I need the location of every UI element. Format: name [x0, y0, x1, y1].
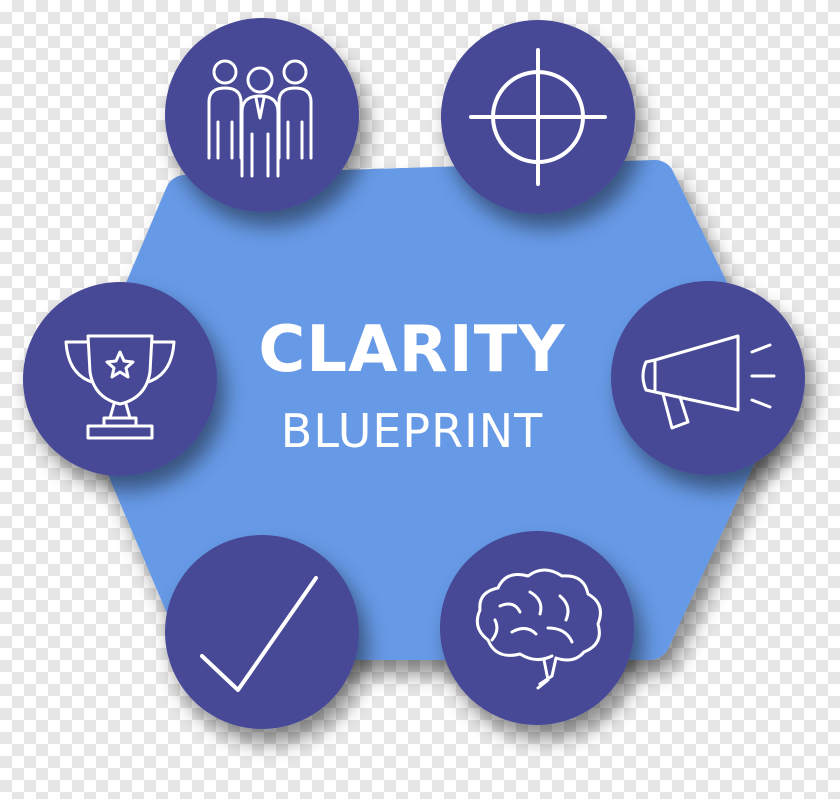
trophy-circle	[23, 282, 217, 476]
megaphone-icon	[641, 334, 776, 430]
diagram-title: CLARITY	[258, 313, 566, 387]
trophy-icon	[64, 334, 176, 440]
brain-circle	[440, 531, 634, 725]
team-icon	[207, 59, 313, 178]
diagram-subtitle: BLUEPRINT	[280, 404, 544, 458]
megaphone-circle	[611, 281, 805, 475]
checkmark-icon	[200, 576, 318, 692]
target-icon	[469, 48, 607, 186]
brain-icon	[475, 568, 602, 690]
checkmark-circle	[165, 535, 359, 729]
